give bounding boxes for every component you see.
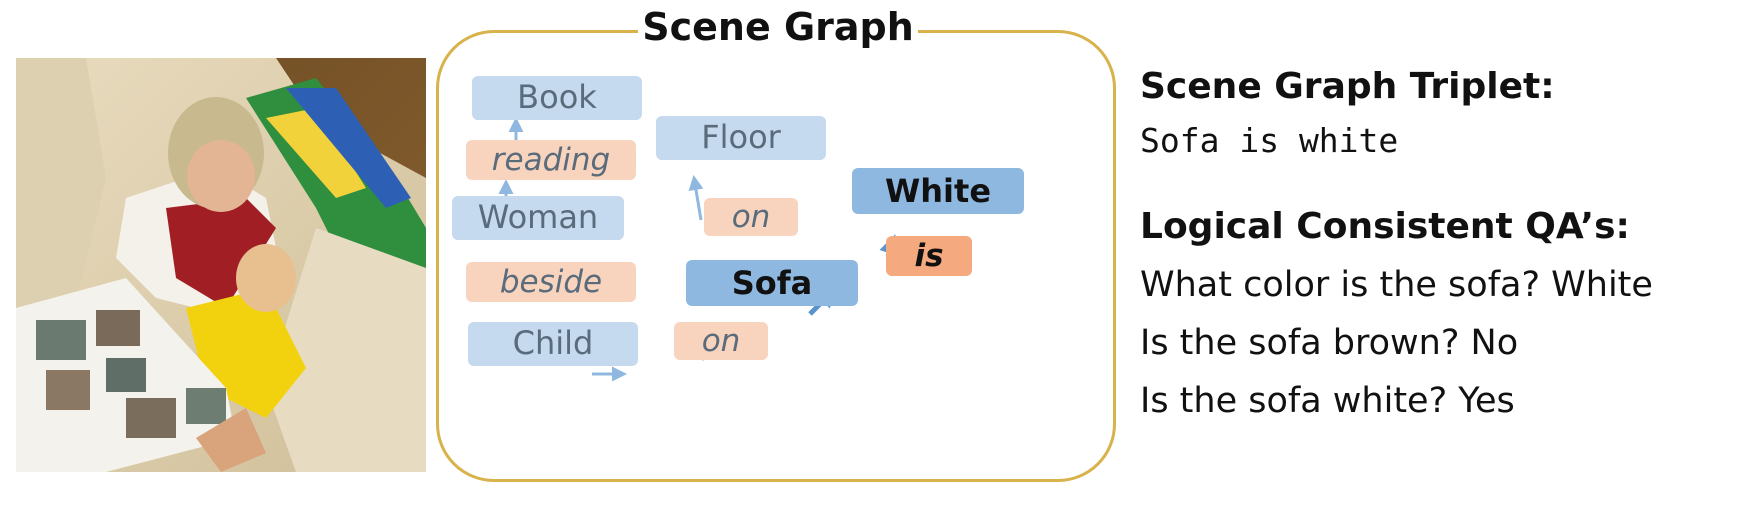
node-floor-label: Floor	[701, 118, 781, 156]
node-woman-label: Woman	[478, 198, 598, 236]
scene-graph-title: Scene Graph	[638, 2, 918, 52]
node-woman: Woman	[452, 196, 624, 240]
triplet-qa-panel: Scene Graph Triplet: Sofa is white Logic…	[1140, 64, 1750, 430]
scene-graph: Book reading Woman beside Child on Floor…	[452, 76, 1024, 382]
node-floor: Floor	[656, 116, 826, 160]
node-on-floor-label: on	[732, 199, 771, 235]
triplet-heading: Scene Graph Triplet:	[1140, 66, 1555, 107]
qa-list: What color is the sofa? White Is the sof…	[1140, 256, 1750, 430]
node-child: Child	[468, 322, 638, 366]
qa-item: Is the sofa brown? No	[1140, 323, 1519, 363]
node-on-child-label: on	[702, 323, 741, 359]
node-reading-label: reading	[492, 142, 610, 178]
node-is: is	[886, 236, 972, 276]
node-reading: reading	[466, 140, 636, 180]
photo-grandmother-child-reading	[16, 58, 426, 472]
photo-illustration	[16, 58, 426, 472]
qa-heading: Logical Consistent QA’s:	[1140, 206, 1630, 247]
node-is-label: is	[914, 238, 943, 274]
triplet-text: Sofa is white	[1140, 121, 1399, 160]
node-sofa-label: Sofa	[732, 264, 813, 302]
edge-on-floor	[688, 175, 704, 221]
node-child-label: Child	[513, 324, 594, 362]
node-book: Book	[472, 76, 642, 120]
node-white-label: White	[885, 172, 991, 210]
node-beside: beside	[466, 262, 636, 302]
node-beside-label: beside	[500, 264, 602, 300]
node-sofa: Sofa	[686, 260, 858, 306]
node-book-label: Book	[517, 78, 597, 116]
node-on-floor: on	[704, 198, 798, 236]
qa-item: Is the sofa white? Yes	[1140, 381, 1515, 421]
qa-item: What color is the sofa? White	[1140, 265, 1653, 305]
node-white: White	[852, 168, 1024, 214]
node-on-child: on	[674, 322, 768, 360]
